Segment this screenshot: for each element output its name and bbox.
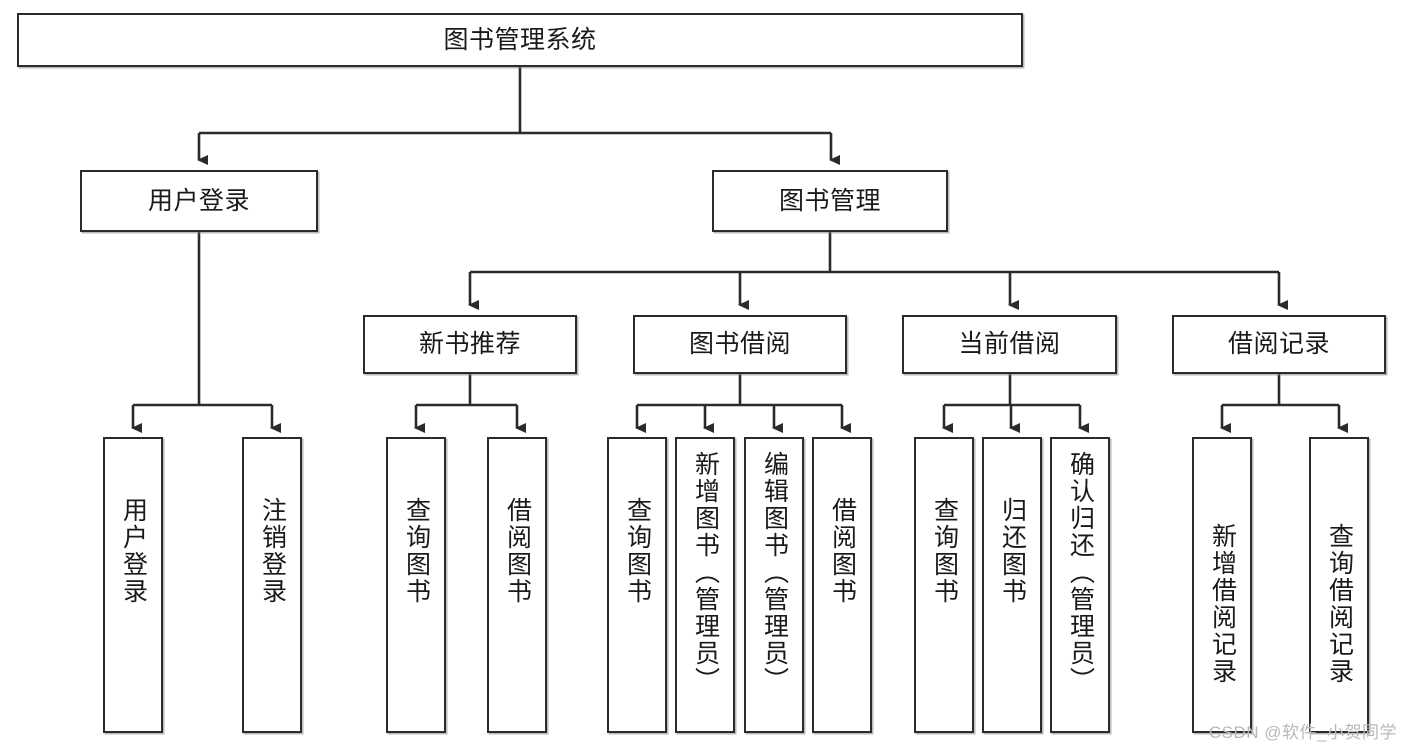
- node-label: 新增借阅记录: [1208, 523, 1237, 685]
- node-book-management[interactable]: 图书管理: [712, 170, 948, 232]
- node-label: 图书管理系统: [443, 25, 597, 54]
- node-label: 归还图书: [998, 497, 1027, 605]
- leaf-recommend-query-book[interactable]: 查询图书: [386, 437, 446, 733]
- node-label: 当前借阅: [958, 330, 1061, 359]
- node-new-book-recommend[interactable]: 新书推荐: [363, 315, 577, 374]
- leaf-current-query-book[interactable]: 查询图书: [914, 437, 974, 733]
- leaf-borrow-edit-book-admin[interactable]: 编辑图书（管理员）: [744, 437, 804, 733]
- leaf-borrow-borrow-book[interactable]: 借阅图书: [812, 437, 872, 733]
- node-label: 用户登录: [119, 497, 148, 605]
- node-label: 用户登录: [147, 186, 250, 215]
- leaf-borrow-add-book-admin[interactable]: 新增图书（管理员）: [675, 437, 735, 733]
- node-label: 借阅记录: [1227, 330, 1330, 359]
- node-label: 借阅图书: [828, 497, 857, 605]
- leaf-current-return-book[interactable]: 归还图书: [982, 437, 1042, 733]
- leaf-record-query-borrow-record[interactable]: 查询借阅记录: [1309, 437, 1369, 733]
- node-label: 新书推荐: [418, 330, 521, 359]
- node-book-borrow[interactable]: 图书借阅: [633, 315, 847, 374]
- node-label: 编辑图书（管理员）: [760, 451, 789, 694]
- node-label: 新增图书（管理员）: [691, 451, 720, 694]
- leaf-logout[interactable]: 注销登录: [242, 437, 302, 733]
- node-label: 确认归还（管理员）: [1066, 451, 1095, 694]
- node-label: 注销登录: [258, 497, 287, 605]
- node-borrow-record[interactable]: 借阅记录: [1172, 315, 1386, 374]
- node-label: 图书借阅: [688, 330, 791, 359]
- node-label: 查询图书: [623, 497, 652, 605]
- node-label: 查询借阅记录: [1325, 523, 1354, 685]
- node-label: 图书管理: [778, 186, 881, 215]
- csdn-watermark: CSDN @软件_小贺同学: [1208, 723, 1397, 742]
- leaf-borrow-query-book[interactable]: 查询图书: [607, 437, 667, 733]
- leaf-user-login[interactable]: 用户登录: [103, 437, 163, 733]
- leaf-recommend-borrow-book[interactable]: 借阅图书: [487, 437, 547, 733]
- leaf-record-add-borrow-record[interactable]: 新增借阅记录: [1192, 437, 1252, 733]
- node-label: 查询图书: [930, 497, 959, 605]
- node-current-borrow[interactable]: 当前借阅: [902, 315, 1117, 374]
- node-root-system[interactable]: 图书管理系统: [17, 13, 1023, 67]
- node-label: 查询图书: [402, 497, 431, 605]
- node-user-login[interactable]: 用户登录: [80, 170, 318, 232]
- leaf-current-confirm-return-admin[interactable]: 确认归还（管理员）: [1050, 437, 1110, 733]
- node-label: 借阅图书: [503, 497, 532, 605]
